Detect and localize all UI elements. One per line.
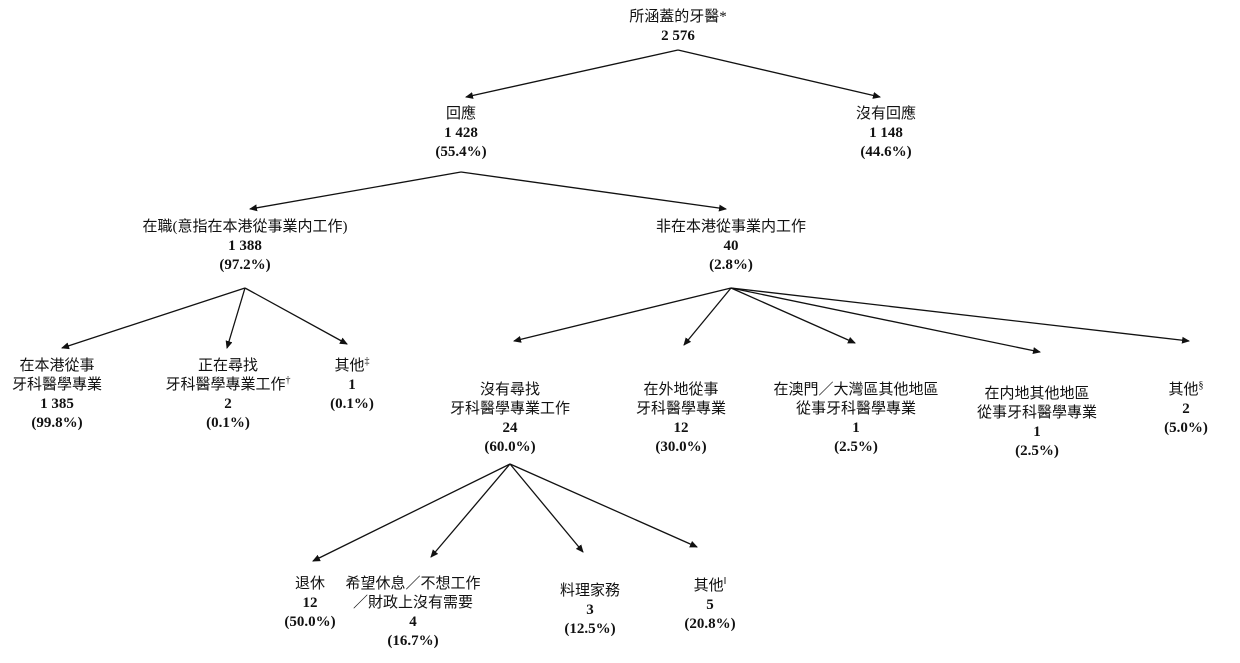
- node-percent: (55.4%): [435, 144, 487, 160]
- node-value: 4: [409, 614, 417, 630]
- node-value: 2 576: [661, 28, 695, 44]
- node-percent: (30.0%): [655, 439, 707, 455]
- node-value: 1 385: [40, 396, 74, 412]
- node-label: 所涵蓋的牙醫*: [629, 9, 727, 25]
- node-percent: (20.8%): [684, 616, 736, 632]
- node-percent: (97.2%): [219, 257, 271, 273]
- node-percent: (2.8%): [709, 257, 753, 273]
- node-percent: (60.0%): [484, 439, 536, 455]
- node-value: 5: [706, 597, 714, 613]
- arrow-notseeking-other: [509, 463, 698, 548]
- node-percent: (16.7%): [387, 633, 439, 649]
- node-value: 2: [224, 396, 232, 412]
- node-non-hk: 非在本港從事業内工作 40 (2.8%): [656, 218, 806, 275]
- node-label: 牙科醫學專業工作: [449, 401, 571, 417]
- node-value: 1 148: [869, 125, 903, 141]
- arrow-notseeking-rest: [430, 463, 511, 558]
- arrow-root-norespond: [677, 49, 881, 99]
- node-percent: (0.1%): [206, 415, 250, 431]
- node-value: 12: [673, 420, 689, 436]
- node-value: 1: [1033, 424, 1041, 440]
- node-label: 牙科醫學專業: [635, 401, 727, 417]
- node-other-nonhk: 其他§ 2 (5.0%): [1164, 381, 1208, 438]
- footnote-marker: ‖: [723, 576, 727, 587]
- node-macau: 在澳門／大灣區其他地區 從事牙科醫學專業 1 (2.5%): [773, 381, 938, 457]
- node-label: 料理家務: [559, 583, 621, 599]
- node-percent: (12.5%): [564, 621, 616, 637]
- node-label: 在職(意指在本港從事業内工作): [142, 219, 348, 235]
- arrow-active-other: [244, 287, 348, 345]
- node-value: 2: [1182, 401, 1190, 417]
- arrow-nonhk-abroad: [683, 287, 732, 346]
- node-label: 在外地從事: [643, 382, 719, 398]
- node-label: 沒有尋找: [479, 382, 541, 398]
- arrow-notseeking-retired: [312, 463, 511, 562]
- node-label: 非在本港從事業内工作: [655, 219, 807, 235]
- node-label: 其他‡: [334, 356, 370, 375]
- node-percent: (0.1%): [330, 396, 374, 412]
- arrow-active-hkpractice: [61, 287, 246, 350]
- node-label: 從事牙科醫學專業: [976, 405, 1098, 421]
- node-not-seeking: 沒有尋找 牙科醫學專業工作 24 (60.0%): [450, 381, 570, 457]
- node-value: 40: [723, 238, 739, 254]
- node-retired: 退休 12 (50.0%): [284, 575, 335, 632]
- node-label: 退休: [294, 576, 325, 592]
- node-value: 1: [348, 377, 356, 393]
- arrow-nonhk-other: [730, 287, 1190, 344]
- node-label: ／財政上沒有需要: [352, 595, 474, 611]
- footnote-marker: †: [285, 375, 291, 386]
- footnote-marker: §: [1198, 380, 1204, 391]
- node-label: 正在尋找: [197, 358, 259, 374]
- arrow-notseeking-housework: [509, 463, 584, 553]
- arrow-active-seeking: [225, 287, 246, 349]
- arrow-nonhk-notseeking: [513, 287, 732, 343]
- node-abroad: 在外地從事 牙科醫學專業 12 (30.0%): [636, 381, 726, 457]
- node-label: 牙科醫學專業工作†: [165, 375, 291, 394]
- node-no-respond: 沒有回應 1 148 (44.6%): [856, 105, 916, 162]
- node-label: 牙科醫學專業: [11, 377, 103, 393]
- arrow-root-respond: [465, 49, 679, 99]
- node-percent: (5.0%): [1164, 420, 1208, 436]
- node-rest: 希望休息／不想工作 ／財政上沒有需要 4 (16.7%): [345, 575, 480, 651]
- arrow-respond-nonhk: [460, 171, 727, 212]
- node-value: 24: [502, 420, 518, 436]
- node-mainland: 在内地其他地區 從事牙科醫學專業 1 (2.5%): [977, 385, 1097, 461]
- node-label: 在内地其他地區: [984, 386, 1090, 402]
- node-value: 12: [302, 595, 318, 611]
- node-hk-practice: 在本港從事 牙科醫學專業 1 385 (99.8%): [12, 357, 102, 433]
- node-label: 希望休息／不想工作: [345, 576, 481, 592]
- arrow-nonhk-mainland: [730, 287, 1041, 355]
- node-label: 從事牙科醫學專業: [795, 401, 917, 417]
- node-label: 其他§: [1168, 380, 1204, 399]
- node-respond: 回應 1 428 (55.4%): [435, 105, 486, 162]
- node-label: 在澳門／大灣區其他地區: [773, 382, 939, 398]
- node-percent: (99.8%): [31, 415, 83, 431]
- node-label: 在本港從事: [19, 358, 95, 374]
- node-label: 其他‖: [693, 576, 727, 595]
- node-active: 在職(意指在本港從事業内工作) 1 388 (97.2%): [143, 218, 348, 275]
- footnote-marker: ‡: [364, 356, 370, 367]
- node-label: 沒有回應: [855, 106, 917, 122]
- node-percent: (2.5%): [1015, 443, 1059, 459]
- node-value: 1 388: [228, 238, 262, 254]
- node-seeking: 正在尋找 牙科醫學專業工作† 2 (0.1%): [165, 357, 290, 433]
- node-housework: 料理家務 3 (12.5%): [560, 582, 620, 639]
- node-percent: (44.6%): [860, 144, 912, 160]
- arrow-nonhk-macau: [730, 287, 856, 344]
- node-label: 回應: [445, 106, 476, 122]
- node-value: 1: [852, 420, 860, 436]
- node-percent: (50.0%): [284, 614, 336, 630]
- node-percent: (2.5%): [834, 439, 878, 455]
- node-value: 1 428: [444, 125, 478, 141]
- node-value: 3: [586, 602, 594, 618]
- arrow-respond-active: [249, 171, 462, 212]
- node-other-active: 其他‡ 1 (0.1%): [330, 357, 374, 414]
- node-other-notseeking: 其他‖ 5 (20.8%): [684, 577, 735, 634]
- node-root: 所涵蓋的牙醫* 2 576: [629, 8, 727, 46]
